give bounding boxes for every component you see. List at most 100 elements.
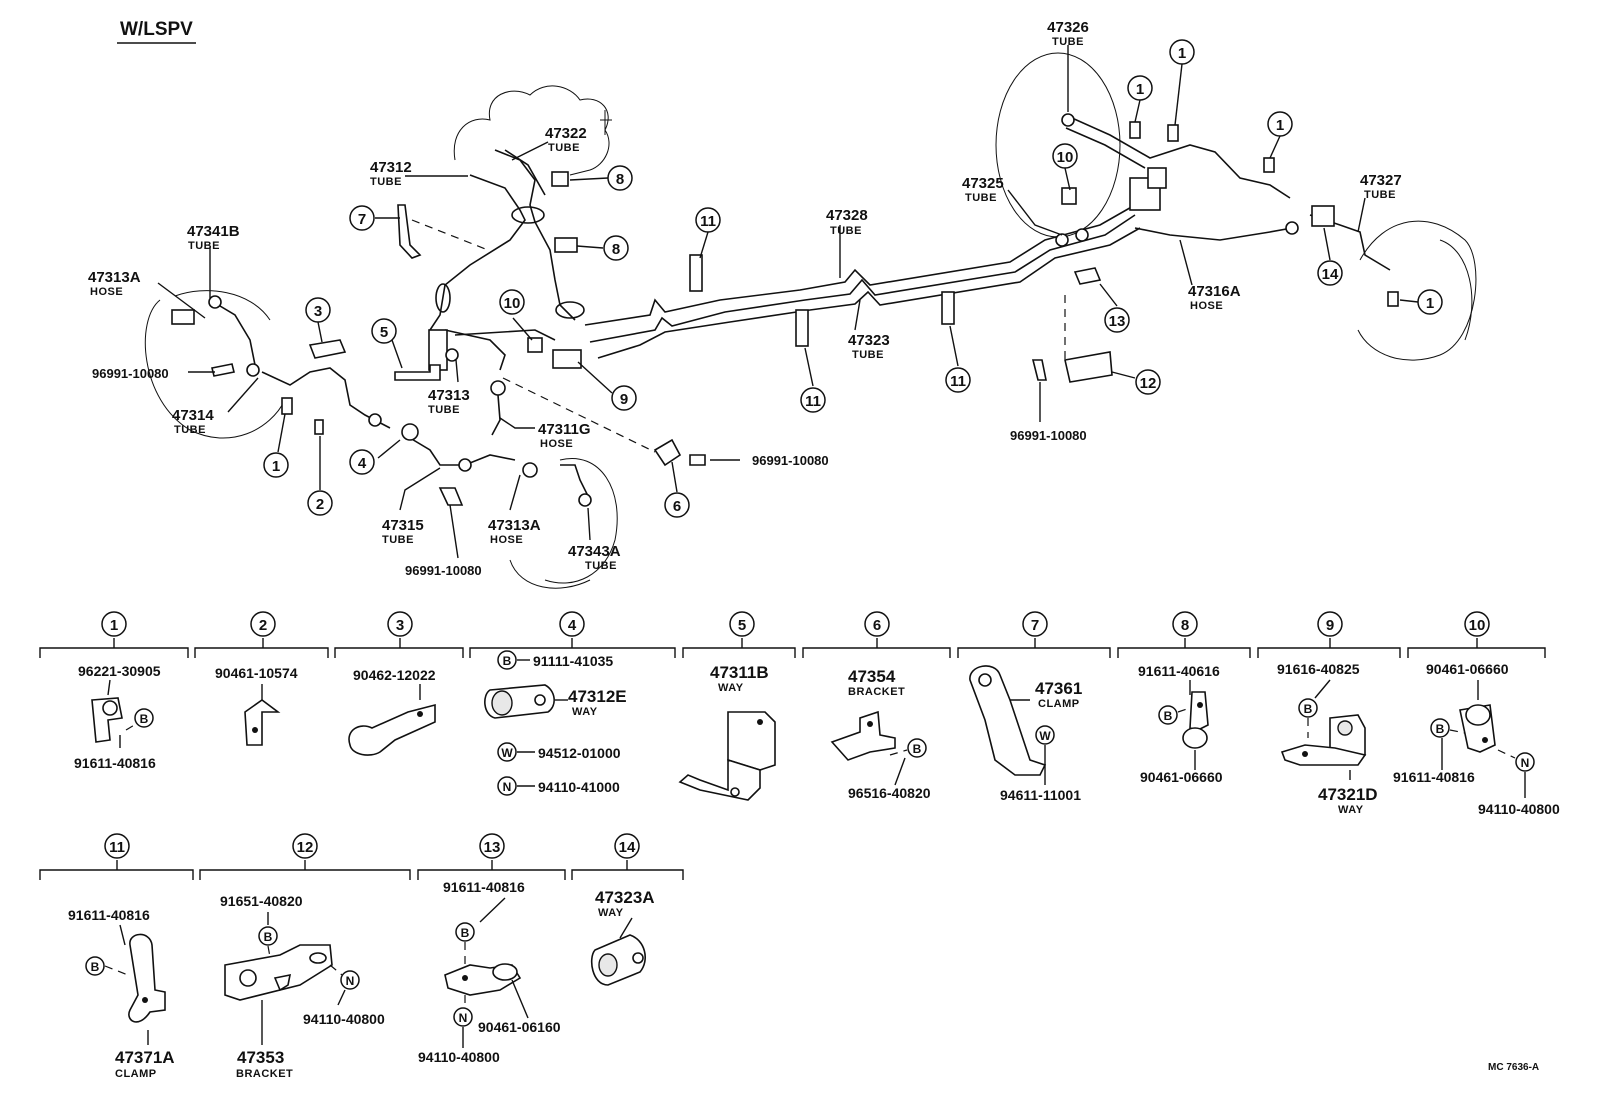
d10-part-b: 91611-40816 xyxy=(1393,769,1475,785)
detail-12-header: 12 xyxy=(292,833,318,859)
callout-4: 4 xyxy=(349,449,375,475)
lead-c1-a xyxy=(1174,63,1183,126)
detail-6-header: 6 xyxy=(864,611,890,637)
d10-nut-n: N xyxy=(1515,752,1535,772)
detail-2: 90461-10574 xyxy=(215,665,298,746)
dash-6 xyxy=(502,377,656,453)
svg-text:1: 1 xyxy=(1136,81,1144,98)
d9-part-a: 91616-40825 xyxy=(1277,661,1360,677)
svg-text:7: 7 xyxy=(358,211,366,228)
svg-text:5: 5 xyxy=(380,324,388,341)
junction-fitting xyxy=(1075,228,1089,242)
svg-text:B: B xyxy=(1436,722,1445,736)
svg-text:3: 3 xyxy=(396,617,404,634)
lead-c8-b xyxy=(576,245,604,249)
title-text: W/LSPV xyxy=(120,19,193,40)
main-fittings xyxy=(171,113,1399,507)
clip-1-c xyxy=(1263,157,1275,173)
detail-12-bracket xyxy=(199,860,411,880)
svg-text:N: N xyxy=(459,1011,468,1025)
d10-part-a: 90461-06660 xyxy=(1426,661,1509,677)
d8-bolt-b: B xyxy=(1158,705,1178,725)
d4-part-b: 47312E xyxy=(568,687,627,706)
lead-c4 xyxy=(377,439,401,459)
d6-part-a: 47354 xyxy=(848,667,896,686)
detail-4: B 91111-41035 47312E WAY W 94512-01000 N… xyxy=(484,650,627,796)
label-96991-10080-bottom: 96991-10080 xyxy=(405,563,482,578)
lead-c10-a xyxy=(512,317,533,341)
lead-47311G xyxy=(499,417,535,429)
main-labels: 47326 TUBE 47322 TUBE 47312 TUBE 47341B … xyxy=(88,19,1402,578)
detail-3: 90462-12022 xyxy=(348,667,436,756)
d12-part-c-sub: BRACKET xyxy=(236,1068,293,1080)
label-96991-10080-left: 96991-10080 xyxy=(92,366,169,381)
svg-text:3: 3 xyxy=(314,303,322,320)
lead-c9 xyxy=(577,361,613,394)
detail-3-bracket xyxy=(334,638,464,658)
svg-text:1: 1 xyxy=(1178,45,1186,62)
dash-7 xyxy=(411,219,489,251)
callout-9: 9 xyxy=(611,385,637,411)
clip-1-b xyxy=(1167,124,1179,142)
clip-96991-b xyxy=(689,454,706,466)
callout-12: 12 xyxy=(1135,369,1161,395)
detail-12: 91651-40820 B N 94110-40800 47353 BRACKE… xyxy=(220,893,385,1080)
clip-96991-a xyxy=(211,363,235,377)
label-47341B: 47341B xyxy=(187,223,240,240)
svg-text:2: 2 xyxy=(316,496,324,513)
detail-1: 96221-30905 B 91611-40816 xyxy=(74,663,161,771)
label-47322: 47322 xyxy=(545,125,587,142)
detail-14: 47323A WAY xyxy=(591,888,655,986)
svg-text:W: W xyxy=(501,746,513,760)
d4-part-b-sub: WAY xyxy=(572,706,598,718)
callout-13: 13 xyxy=(1104,307,1130,333)
lead-c11-b xyxy=(804,347,814,387)
d2-clip xyxy=(244,699,281,746)
lead-c12 xyxy=(1111,371,1136,379)
callout-1-d: 1 xyxy=(1417,289,1443,315)
label-47311G: 47311G xyxy=(538,421,591,438)
d2-part-a: 90461-10574 xyxy=(215,665,298,681)
fitting-47315 xyxy=(458,458,472,472)
callout-10-b: 10 xyxy=(1052,143,1078,169)
d4-nut-n: N xyxy=(497,776,517,796)
lead-47323 xyxy=(854,299,861,331)
detail-4-bracket xyxy=(469,638,676,658)
d14-part-a-sub: WAY xyxy=(598,907,624,919)
detail-8: 91611-40616 B 90461-06660 xyxy=(1138,663,1223,785)
lead-47315 xyxy=(399,467,441,511)
d4-washer-w: W xyxy=(497,742,517,762)
lead-c13 xyxy=(1099,283,1118,307)
d11-part-b-sub: CLAMP xyxy=(115,1068,157,1080)
svg-text:B: B xyxy=(1164,709,1173,723)
tube-coil-left xyxy=(435,283,451,313)
label-47313-sub: TUBE xyxy=(428,404,460,416)
bracket-5-main xyxy=(394,364,441,381)
svg-text:13: 13 xyxy=(1109,313,1126,330)
svg-text:B: B xyxy=(264,930,273,944)
detail-9-header: 9 xyxy=(1317,611,1343,637)
detail-10: 90461-06660 B 91611-40816 N 94110-40800 xyxy=(1393,661,1560,817)
label-47328: 47328 xyxy=(826,207,868,224)
label-96991-10080-mid: 96991-10080 xyxy=(752,453,829,468)
tube-47312 xyxy=(429,174,526,331)
svg-text:W: W xyxy=(1039,729,1051,743)
svg-text:B: B xyxy=(140,712,149,726)
drawing-code: MC 7636-A xyxy=(1488,1062,1539,1073)
d4-part-a: 91111-41035 xyxy=(533,653,613,669)
svg-text:1: 1 xyxy=(1276,117,1284,134)
label-47326-sub: TUBE xyxy=(1052,36,1084,48)
hose-47311G xyxy=(491,394,501,436)
d12-bracket xyxy=(224,944,333,1001)
d12-part-b: 94110-40800 xyxy=(303,1011,385,1027)
label-47313A-bottom-sub: HOSE xyxy=(490,534,523,546)
svg-text:N: N xyxy=(503,780,512,794)
detail-8-header: 8 xyxy=(1172,611,1198,637)
label-47323-sub: TUBE xyxy=(852,349,884,361)
label-47323: 47323 xyxy=(848,332,890,349)
callout-3: 3 xyxy=(305,297,331,323)
svg-text:6: 6 xyxy=(873,617,881,634)
label-47325: 47325 xyxy=(962,175,1004,192)
fitting-47314 xyxy=(246,363,260,377)
detail-1-bracket xyxy=(39,638,189,658)
